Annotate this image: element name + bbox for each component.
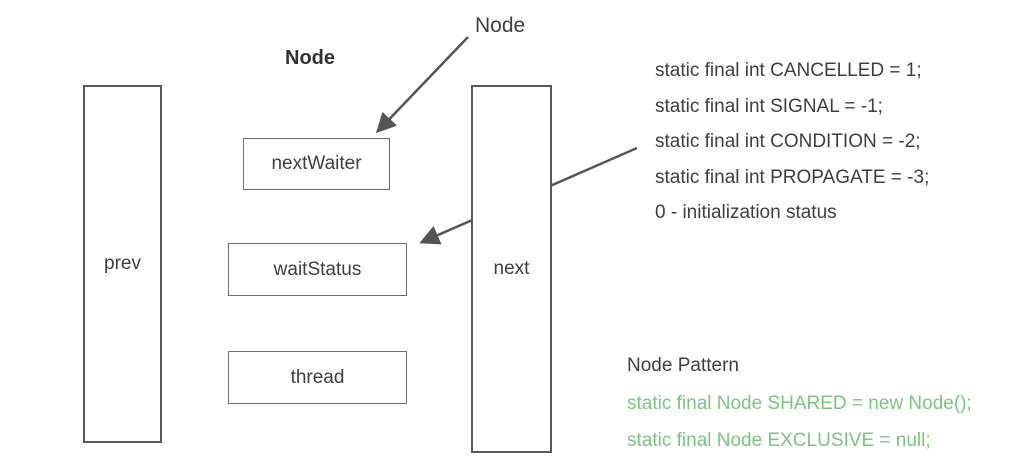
prev-label: prev	[104, 253, 141, 274]
node-pattern-block: Node Pattern static final Node SHARED = …	[627, 347, 972, 460]
node-pointer-arrow	[375, 36, 469, 134]
waitstatus-constants: static final int CANCELLED = 1; static f…	[655, 53, 929, 231]
code-line-init-status: 0 - initialization status	[655, 202, 837, 223]
next-rect: next	[471, 85, 552, 453]
code-line-exclusive: static final Node EXCLUSIVE = null;	[627, 430, 931, 451]
code-line-cancelled: static final int CANCELLED = 1;	[655, 60, 922, 81]
thread-label: thread	[290, 366, 345, 388]
node-pattern-heading: Node Pattern	[627, 355, 739, 376]
code-line-propagate: static final int PROPAGATE = -3;	[655, 166, 930, 188]
field-box-nextwaiter: nextWaiter	[243, 138, 390, 190]
code-line-signal: static final int SIGNAL = -1;	[655, 95, 883, 117]
prev-rect: prev	[83, 85, 162, 443]
field-box-thread: thread	[228, 351, 407, 404]
code-line-condition: static final int CONDITION = -2;	[655, 131, 921, 152]
field-box-waitstatus: waitStatus	[228, 243, 407, 296]
node-pointer-label: Node	[475, 14, 526, 37]
node-title: Node	[285, 47, 335, 69]
next-label: next	[493, 258, 530, 279]
waitstatus-label: waitStatus	[273, 258, 362, 280]
code-line-shared: static final Node SHARED = new Node();	[627, 392, 972, 414]
nextwaiter-label: nextWaiter	[271, 153, 362, 174]
